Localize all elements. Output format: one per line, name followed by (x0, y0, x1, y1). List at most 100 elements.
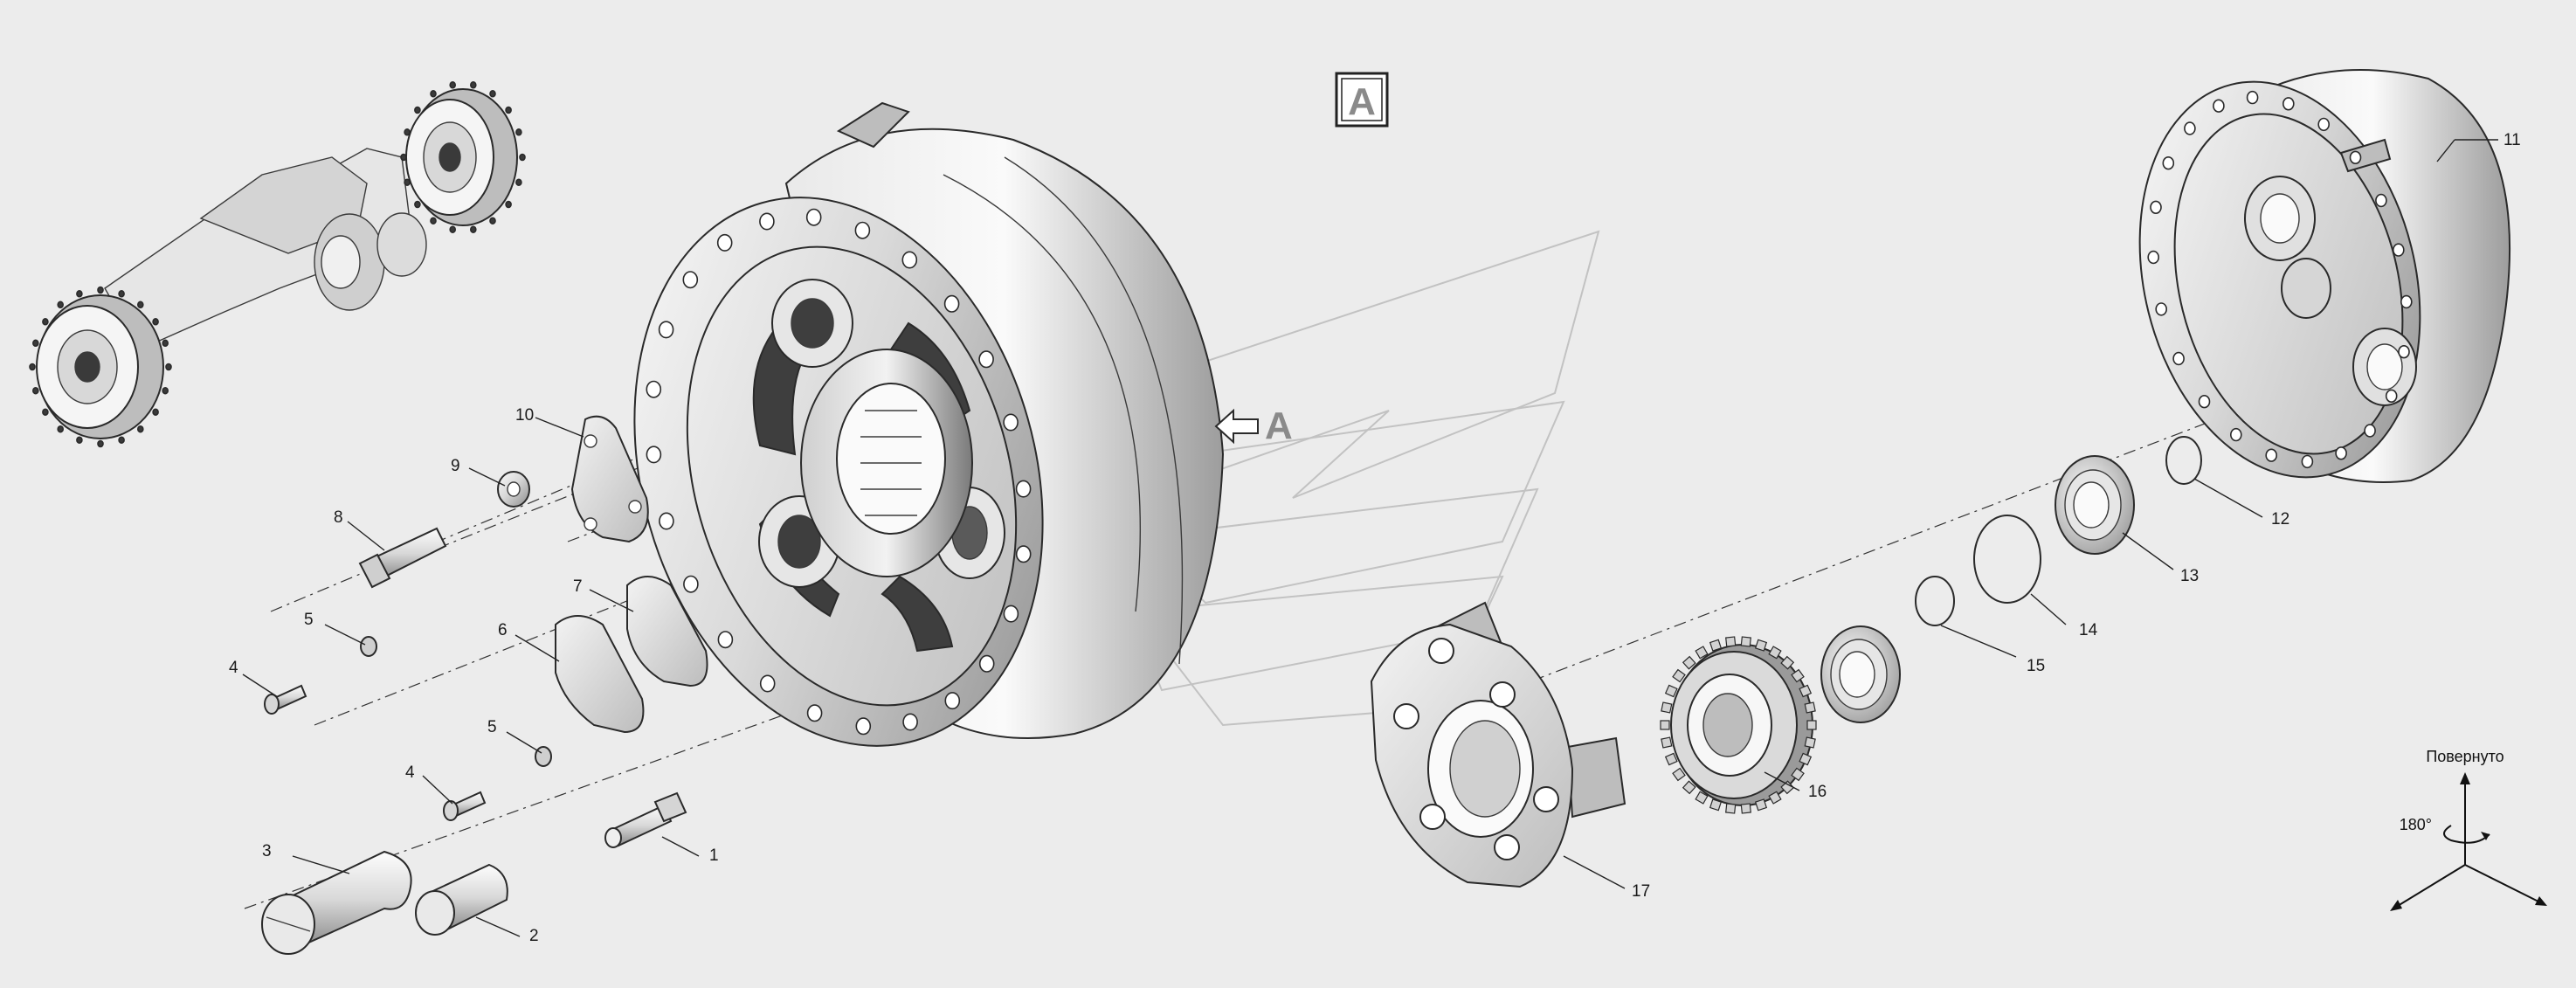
planet-axle (415, 863, 508, 936)
gear-tooth (1740, 803, 1751, 814)
screw-lower (443, 791, 487, 821)
sun-gear (1670, 644, 1813, 806)
bolt-hole (978, 350, 994, 369)
bolt-hole (902, 713, 918, 731)
gear-tooth (1660, 720, 1670, 730)
planet-carrier-housing (633, 101, 1225, 747)
cover-bolt-holes (2147, 90, 2413, 469)
dowel-pin (604, 791, 687, 848)
planet-axle-slotted (261, 850, 412, 955)
callout-6: 6 (498, 621, 508, 639)
gear-tooth (1661, 701, 1673, 714)
bolt-hole (2400, 294, 2413, 309)
wheel-stud (489, 217, 496, 225)
gear-tooth (1682, 780, 1696, 795)
wheel-stud (76, 290, 83, 298)
gear-tooth (1804, 701, 1816, 714)
callout-16: 16 (1808, 783, 1827, 801)
bolt-hole (759, 212, 775, 231)
wheel-stud (118, 436, 125, 444)
gear-tooth (1695, 791, 1709, 805)
gear-tooth (1791, 767, 1805, 782)
wheel-stud (42, 408, 49, 416)
callout-leaders (242, 139, 2498, 937)
wheel-stud (449, 81, 457, 89)
bolt-hole (2162, 156, 2175, 170)
wheel-stud (404, 178, 411, 186)
gear-tooth (1664, 684, 1678, 698)
wheel-stud (118, 290, 125, 298)
washer (497, 471, 530, 508)
gear-tooth (1664, 752, 1678, 766)
snap-ring (2165, 436, 2202, 485)
retaining-ring-small (1915, 576, 1955, 626)
callout-3: 3 (262, 842, 272, 860)
wheel-stud (489, 90, 496, 98)
callout-13: 13 (2180, 567, 2199, 585)
wheel-stud (97, 439, 104, 448)
bolt-hole (2282, 97, 2295, 111)
wheel-stud (519, 153, 526, 162)
callout-17: 17 (1632, 882, 1650, 901)
wheel-stud (469, 225, 477, 233)
bolt-hole (978, 654, 995, 673)
gear-tooth (1780, 780, 1795, 795)
callout-5-lower: 5 (487, 718, 497, 736)
bolt-hole (2317, 117, 2330, 132)
bolt-hole (2301, 454, 2314, 469)
view-arrow-label: A (1265, 404, 1293, 447)
bolt-hole (717, 631, 734, 649)
bolt-hole (646, 446, 662, 464)
wheel-stud (414, 106, 421, 114)
wheel-stud (42, 318, 49, 326)
bolt-hole (943, 294, 960, 313)
bolt-hole (2393, 243, 2405, 257)
bolt-hole (716, 233, 733, 252)
bolt-long (358, 527, 447, 589)
axle-assembly-thumbnail (36, 88, 518, 439)
bolt-hole (2198, 395, 2211, 409)
wheel-studs (29, 81, 526, 448)
cover-plate-lower (555, 615, 645, 734)
wheel-stud (505, 106, 512, 114)
bolt-hole (2230, 427, 2242, 442)
callout-15: 15 (2027, 657, 2045, 675)
wheel-stud (404, 128, 411, 136)
ball-bearing-front (1820, 625, 1901, 723)
rotation-angle: 180° (2400, 816, 2432, 833)
gear-tooth (1768, 791, 1782, 805)
bolt-hole (854, 221, 871, 239)
hub-cover (2138, 69, 2511, 483)
view-direction-arrow: A (1214, 404, 1293, 447)
gear-tooth (1672, 767, 1686, 782)
gear-tooth (1709, 798, 1723, 812)
callout-labels: 1 2 3 4 4 5 5 6 7 8 9 10 11 12 13 14 15 … (229, 131, 2521, 945)
callout-9: 9 (451, 457, 460, 475)
bolt-hole (2385, 389, 2398, 403)
wheel-stud (137, 301, 144, 309)
callout-2: 2 (529, 927, 539, 945)
gear-tooth (1791, 668, 1805, 683)
carrier-flange (1370, 601, 1626, 888)
bolt-hole (944, 692, 961, 710)
gear-tooth (1754, 798, 1768, 812)
bolt-hole (659, 512, 674, 530)
view-label-box: A (1335, 72, 1389, 128)
wheel-stud (414, 200, 421, 209)
wheel-stud (76, 436, 83, 444)
callout-1: 1 (709, 846, 719, 865)
callout-12: 12 (2271, 510, 2289, 529)
bolt-hole (2364, 424, 2376, 438)
bolt-hole (2184, 121, 2196, 135)
gear-tooth (1754, 639, 1768, 652)
bolt-hole (2335, 446, 2347, 460)
bolt-hole (658, 321, 674, 339)
gear-tooth (1806, 720, 1817, 730)
wheel-stud (400, 153, 407, 162)
wheel-stud (152, 408, 159, 416)
callout-11: 11 (2503, 131, 2521, 149)
wheel-stud (31, 386, 39, 395)
bolt-hole (1003, 605, 1019, 623)
gear-tooth (1780, 655, 1795, 670)
